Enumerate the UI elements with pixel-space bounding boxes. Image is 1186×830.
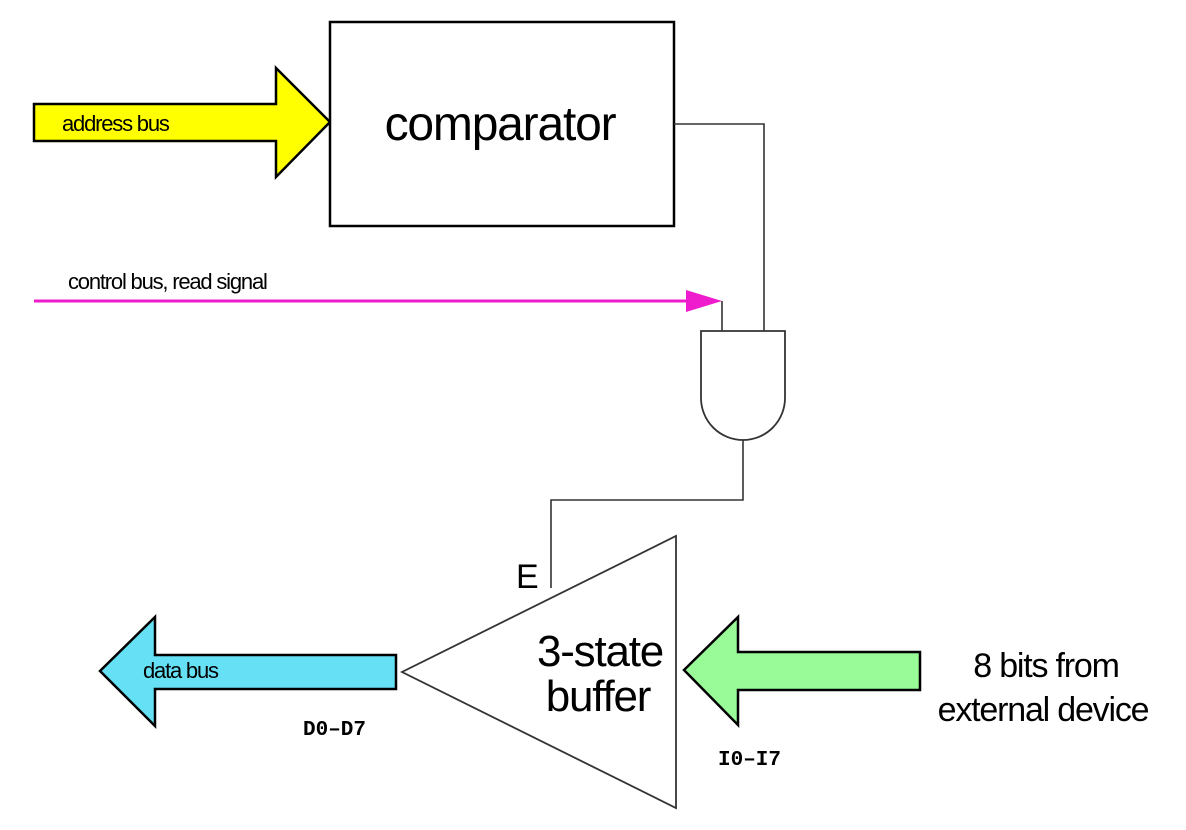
input-bus-arrow-shape (682, 614, 922, 729)
enable-wire (550, 440, 744, 588)
buffer-triangle (399, 534, 677, 810)
data-bus-label: data bus (143, 658, 219, 683)
control-bus-signal: control bus, read signal (34, 269, 723, 331)
external-device-label-line2: external device (938, 691, 1149, 729)
and-gate (700, 330, 786, 441)
data-bus-arrow: data bus D0–D7 (98, 614, 398, 742)
address-bus-arrow: address bus (32, 64, 332, 181)
comparator-label: comparator (385, 98, 617, 151)
comparator-block: comparator (328, 20, 676, 228)
tristate-buffer: 3-state buffer (399, 534, 677, 810)
comparator-output-wire (674, 123, 765, 331)
address-bus-label: address bus (62, 111, 170, 136)
external-device-label-line1: 8 bits from (973, 647, 1119, 685)
comparator-box (328, 20, 676, 228)
data-bus-arrow-shape (98, 614, 398, 730)
buffer-label-line2: buffer (546, 672, 651, 721)
enable-label: E (516, 558, 539, 596)
data-bus-pins: D0–D7 (303, 719, 366, 742)
control-bus-label: control bus, read signal (68, 269, 267, 294)
buffer-label-line1: 3-state (537, 627, 663, 676)
address-bus-arrow-shape (32, 64, 332, 181)
input-bus-pins: I0–I7 (718, 749, 781, 772)
input-bus-arrow: I0–I7 (682, 614, 922, 772)
control-bus-arrowhead (686, 290, 722, 312)
